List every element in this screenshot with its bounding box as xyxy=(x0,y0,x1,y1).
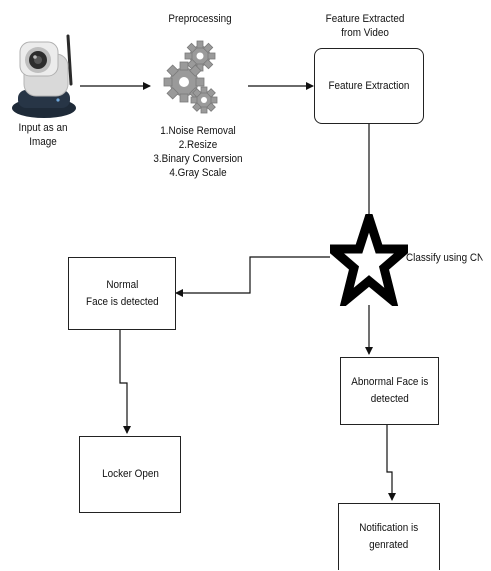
feature-caption-line1: Feature Extracted xyxy=(326,13,405,25)
feature-extraction-label: Feature Extraction xyxy=(329,78,410,95)
arrow-abnormal-to-notification xyxy=(387,423,392,500)
webcam-icon xyxy=(8,28,80,120)
locker-open-box: Locker Open xyxy=(79,436,181,513)
notification-line1: Notification is xyxy=(360,520,419,537)
input-label-line1: Input as an xyxy=(19,122,68,134)
step-resize: 2.Resize xyxy=(179,139,218,151)
preprocessing-steps: 1.Noise Removal 2.Resize 3.Binary Conver… xyxy=(135,124,261,180)
classify-label: Classify using CNN xyxy=(406,251,483,265)
star-icon xyxy=(330,214,408,306)
abnormal-line2: detected xyxy=(351,391,428,408)
input-label: Input as an Image xyxy=(8,121,78,149)
preprocessing-title: Preprocessing xyxy=(155,12,245,26)
gears-icon xyxy=(160,38,228,118)
input-label-line2: Image xyxy=(29,136,57,148)
step-binary-conversion: 3.Binary Conversion xyxy=(153,153,242,165)
abnormal-line1: Abnormal Face is xyxy=(351,374,428,391)
normal-line1: Normal xyxy=(86,277,159,294)
feature-caption-line2: from Video xyxy=(341,27,389,39)
abnormal-face-box: Abnormal Face is detected xyxy=(340,357,439,425)
arrow-classify-to-normal xyxy=(176,257,330,293)
notification-line2: genrated xyxy=(360,537,419,554)
feature-extraction-box: Feature Extraction xyxy=(314,48,424,124)
arrow-normal-to-locker xyxy=(120,329,127,433)
step-gray-scale: 4.Gray Scale xyxy=(169,167,226,179)
notification-box: Notification is genrated xyxy=(338,503,440,570)
locker-label: Locker Open xyxy=(102,466,159,483)
feature-caption: Feature Extracted from Video xyxy=(316,12,415,40)
step-noise-removal: 1.Noise Removal xyxy=(160,125,235,137)
normal-line2: Face is detected xyxy=(86,294,159,311)
normal-face-box: Normal Face is detected xyxy=(68,257,176,330)
